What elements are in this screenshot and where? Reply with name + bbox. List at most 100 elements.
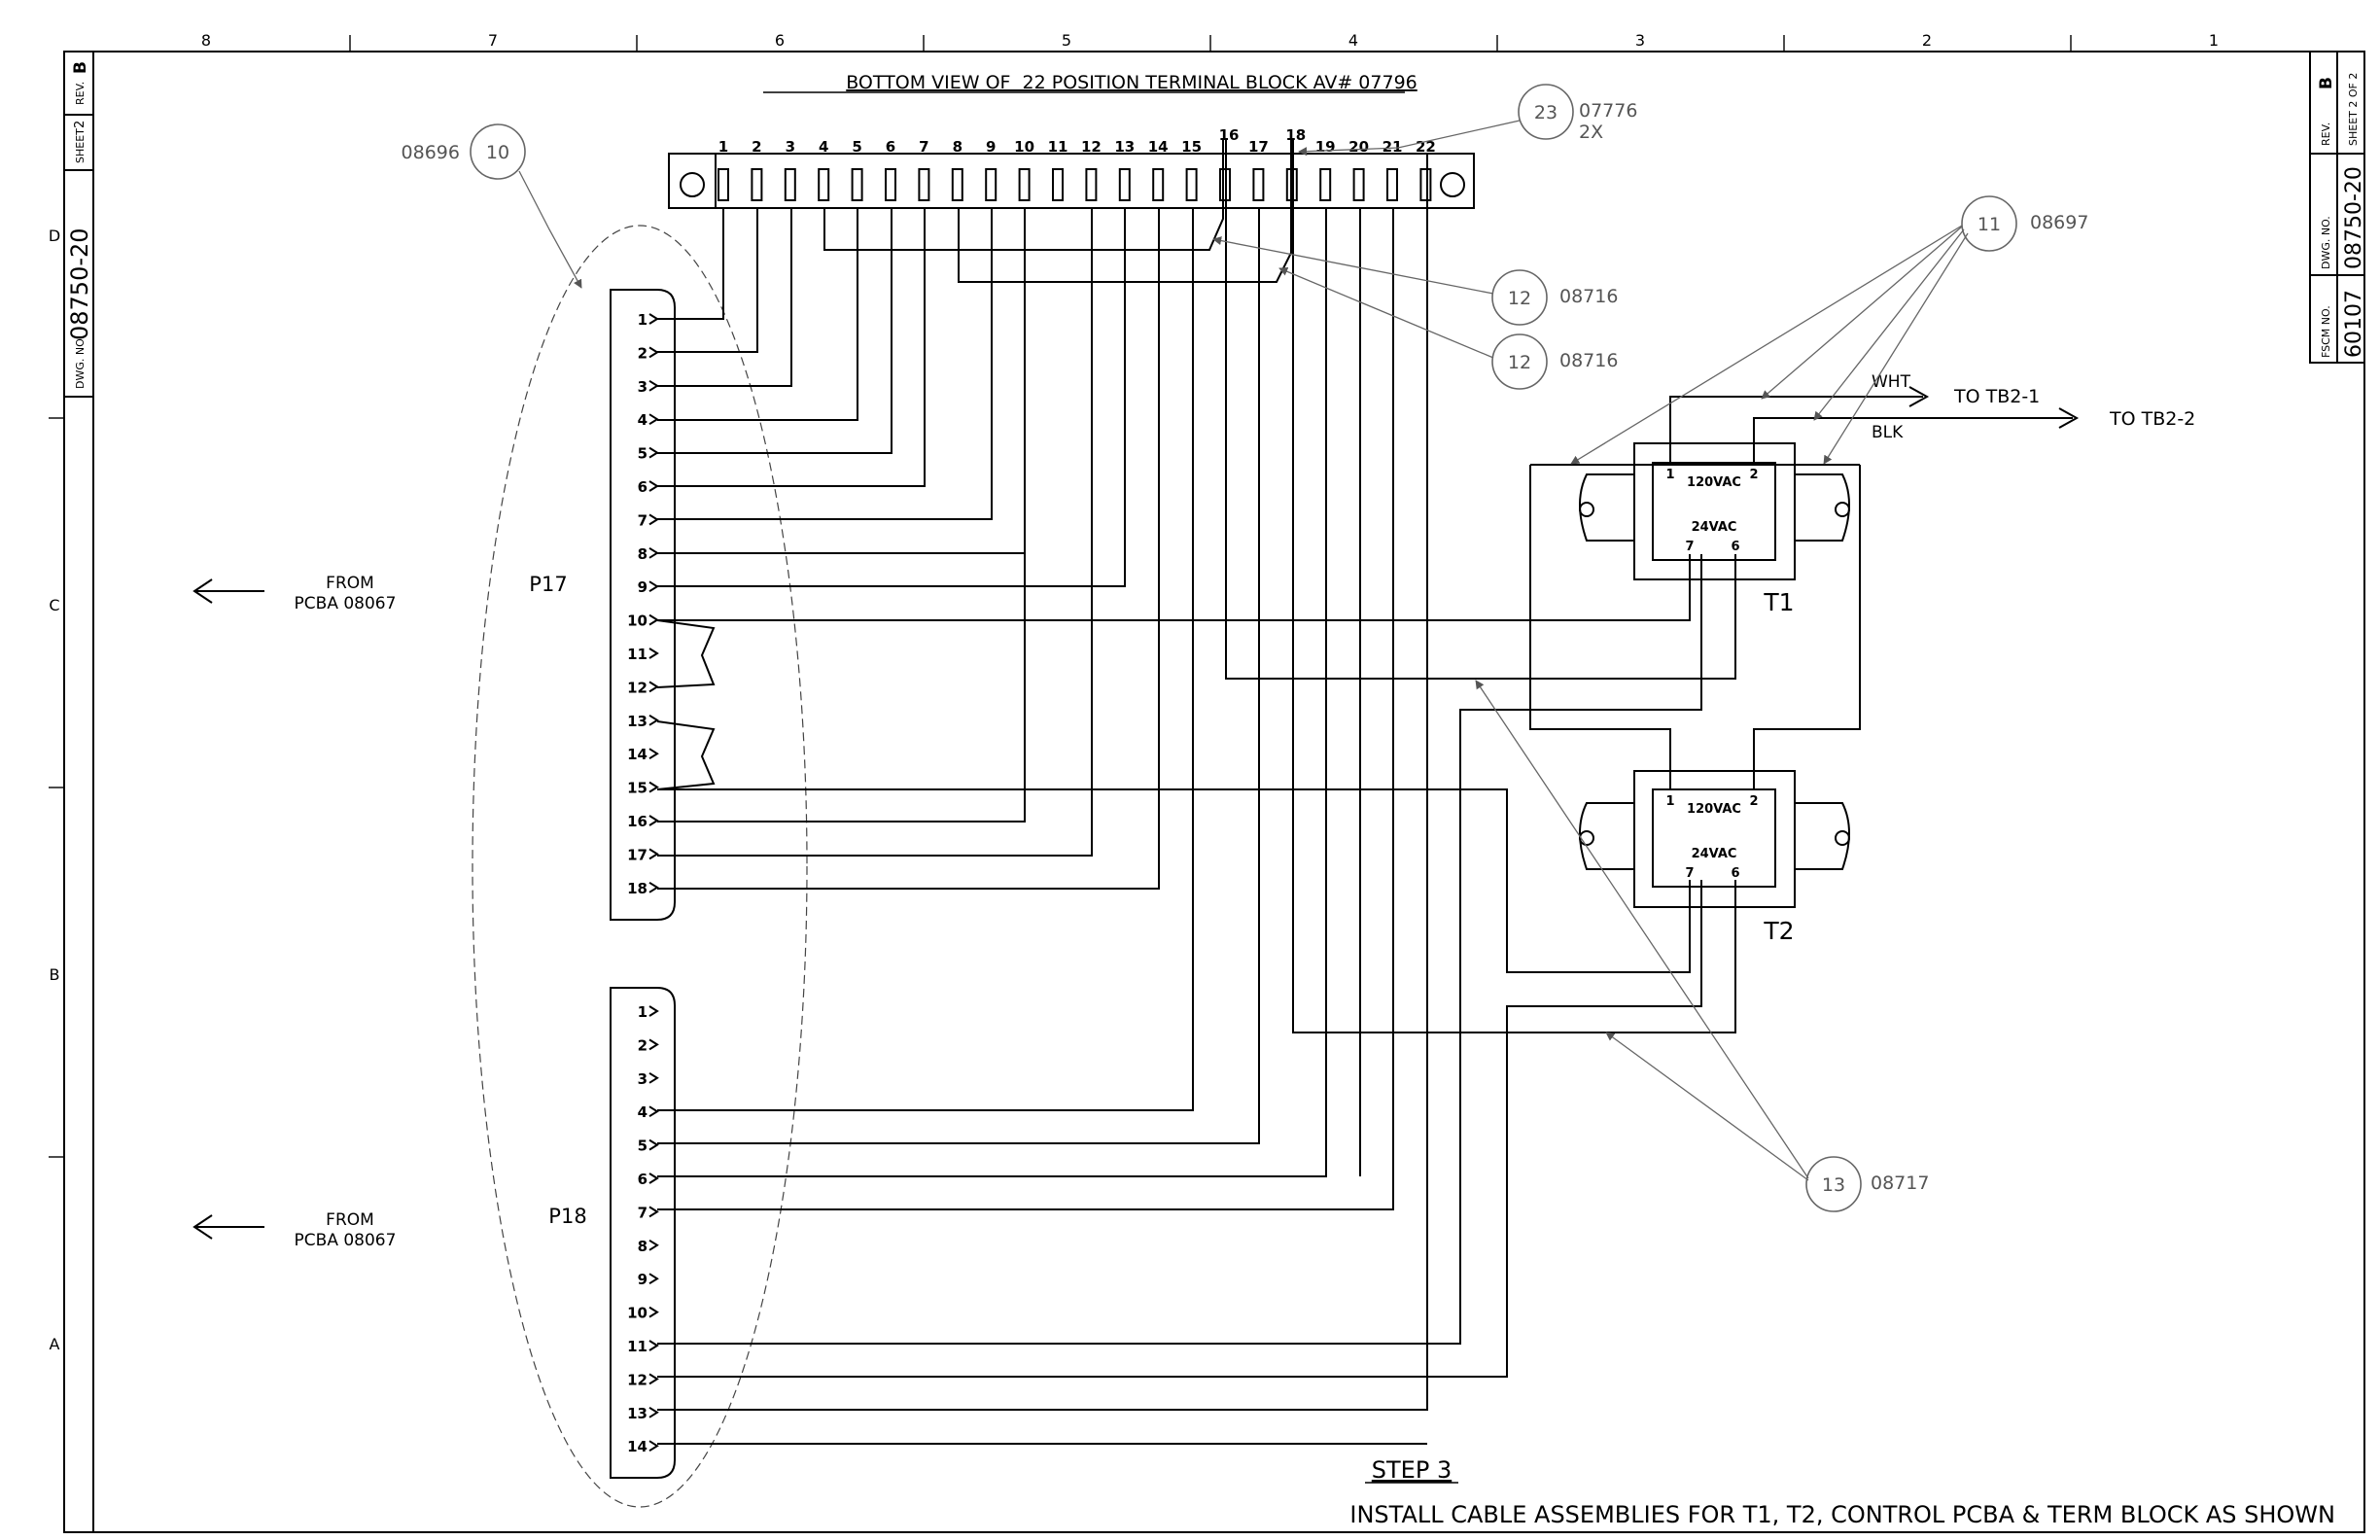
terminal-cell-1: [718, 168, 729, 201]
p18-pin-arrow-8: [648, 1239, 659, 1251]
terminal-label-16: 16: [1219, 126, 1240, 144]
balloon-23-qty: 2X: [1579, 122, 1603, 143]
balloon-12-upper: 12 08716: [1212, 236, 1618, 326]
p17-pin-arrow-8: [648, 546, 659, 559]
p17-pin-arrow-7: [648, 513, 659, 526]
from-pcba-p18: FROM PCBA 08067: [192, 1210, 396, 1250]
right-fscm-number: 60107: [2342, 290, 2366, 358]
wiring-harness: [657, 138, 1736, 1445]
t1-pin-1: 1: [1665, 468, 1674, 482]
p18-pin-14: 14: [627, 1438, 648, 1455]
t1-pin-2: 2: [1749, 468, 1758, 482]
terminal-label-15: 15: [1181, 138, 1202, 156]
title-block-left: REV. B SHEET 2 DWG. NO. 08750-20: [64, 61, 93, 398]
p17-pin-arrow-13: [648, 714, 659, 726]
t2-pin-2: 2: [1749, 794, 1758, 809]
terminal-cell-7: [918, 168, 930, 201]
primary-wiring: WHT BLK TO TB2-1 TO TB2-2: [1529, 372, 2195, 789]
column-zone-6: 6: [775, 31, 785, 50]
from-pcba-p17: FROM PCBA 08067: [192, 574, 396, 613]
p17-pin-18: 18: [627, 880, 648, 897]
balloon-13: 13 08717: [1475, 680, 1929, 1212]
t1-pin-6: 6: [1731, 540, 1739, 554]
t2-pin-1: 1: [1665, 794, 1674, 809]
p17-pin-arrow-2: [648, 346, 659, 359]
p17-pin-11: 11: [627, 646, 648, 663]
terminal-cell-10: [1018, 168, 1031, 201]
wire-p17-5: [657, 208, 892, 454]
wire-tb16-to-t1: [1225, 138, 1736, 680]
to-tb2-2-label: TO TB2-2: [2109, 408, 2195, 430]
terminal-block-mount-hole-right: [1440, 172, 1465, 197]
terminal-label-13: 13: [1114, 138, 1135, 156]
wire-p17-8: [657, 208, 1026, 554]
row-zones: D C B A: [49, 227, 64, 1353]
jumper-4-to-16: [823, 138, 1224, 251]
wire-p18-12: [657, 880, 1702, 1378]
p17-jumpers: [656, 619, 716, 790]
p17-pin-15: 15: [627, 780, 648, 797]
p17-pin-arrow-9: [648, 580, 659, 593]
terminal-cell-12: [1085, 168, 1098, 201]
p17-pin-arrow-10: [648, 613, 659, 626]
terminal-label-18: 18: [1285, 126, 1306, 144]
column-zones: 8 7 6 5 4 3 2 1: [201, 31, 2219, 52]
balloon-12b-item: 12: [1508, 352, 1531, 373]
p18-pin-3: 3: [638, 1070, 648, 1088]
terminal-label-3: 3: [786, 138, 795, 156]
terminal-block-title: BOTTOM VIEW OF 22 POSITION TERMINAL BLOC…: [846, 72, 1418, 93]
p18-pin-arrow-3: [648, 1071, 659, 1084]
row-zone-a: A: [50, 1335, 60, 1353]
p17-pin-arrow-14: [648, 748, 659, 760]
column-zone-3: 3: [1635, 31, 1645, 50]
p18-pin-arrow-6: [648, 1172, 659, 1184]
balloon-23-item: 23: [1534, 102, 1558, 123]
p18-pin-7: 7: [638, 1204, 648, 1221]
balloon-10-item: 10: [486, 142, 509, 163]
balloon-12a-item: 12: [1508, 288, 1531, 309]
p17-pin-arrow-5: [648, 446, 659, 459]
t1-pin-7: 7: [1685, 540, 1694, 554]
terminal-cell-21: [1386, 168, 1398, 201]
terminal-label-22: 22: [1416, 138, 1436, 156]
p17-pin-arrow-6: [648, 480, 659, 492]
column-zone-8: 8: [201, 31, 211, 50]
terminal-cell-17: [1252, 168, 1265, 201]
wire-p18-6: [657, 208, 1327, 1177]
row-zone-b: B: [50, 965, 60, 984]
from-label-1-line1: FROM: [326, 574, 374, 593]
left-sheet-label: SHEET: [74, 128, 87, 163]
p18-pin-arrow-14: [648, 1440, 659, 1452]
p17-pin-1: 1: [638, 311, 648, 329]
from-label-2-line1: FROM: [326, 1210, 374, 1230]
right-sheet: SHEET 2 OF 2: [2347, 73, 2360, 146]
balloon-23-part: 07776: [1579, 100, 1637, 122]
terminal-cell-2: [751, 168, 763, 201]
p18-pin-arrow-11: [648, 1340, 659, 1351]
right-dwg-number: 08750-20: [2342, 166, 2366, 269]
p18-pin-13: 13: [627, 1405, 648, 1422]
terminal-label-7: 7: [919, 138, 928, 156]
terminal-label-20: 20: [1348, 138, 1369, 156]
p17-pin-17: 17: [627, 846, 648, 863]
terminal-label-9: 9: [986, 138, 996, 156]
balloon-11-item: 11: [1978, 214, 2001, 235]
p17-pin-16: 16: [627, 813, 648, 830]
p17-pin-9: 9: [638, 578, 648, 596]
left-dwg-number: 08750-20: [66, 228, 93, 340]
p17-pin-6: 6: [638, 478, 648, 496]
p17-pin-13: 13: [627, 713, 648, 730]
left-rev-label: REV.: [74, 82, 87, 105]
p17-pin-8: 8: [638, 545, 648, 563]
p18-label: P18: [548, 1205, 586, 1228]
p18-pin-arrow-1: [648, 1005, 659, 1017]
right-rev-value: B: [2317, 77, 2336, 89]
wire-p17-17: [657, 208, 1093, 857]
terminal-label-1: 1: [718, 138, 728, 156]
terminal-cell-22: [1419, 168, 1432, 201]
p17-pin-arrow-17: [648, 848, 659, 860]
p18-pin-arrow-4: [648, 1105, 659, 1118]
wire-p18-13: [657, 208, 1428, 1411]
